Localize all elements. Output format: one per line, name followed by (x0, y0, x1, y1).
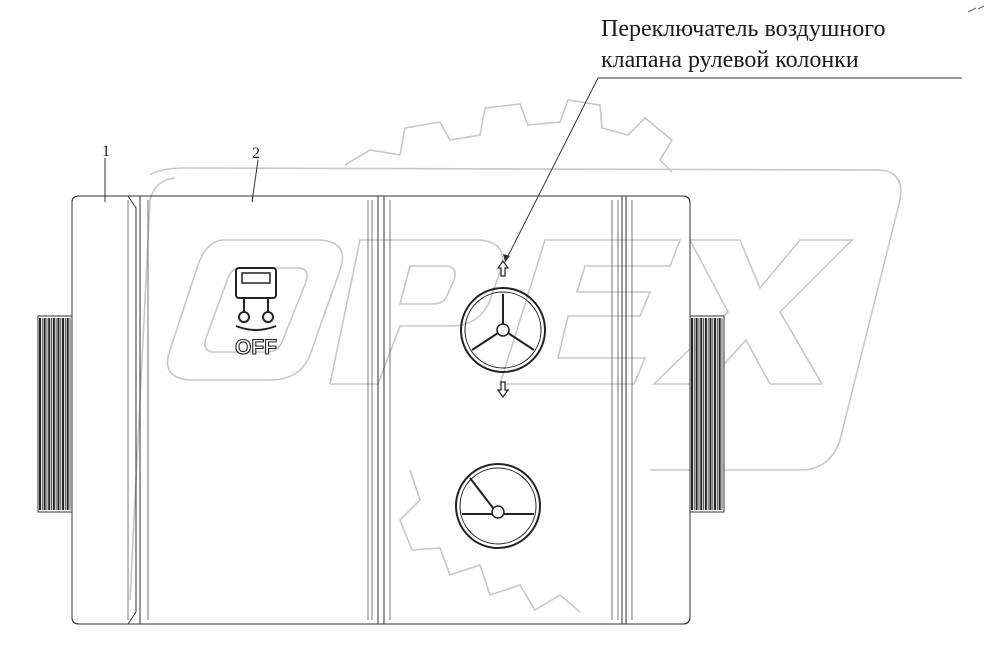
callout-line-2: клапана рулевой колонки (601, 47, 859, 73)
blank-switch-module (139, 195, 379, 625)
arrow-up-icon (496, 259, 510, 277)
off-label: OFF (235, 336, 277, 359)
steering-wheel-icon (460, 287, 546, 373)
end-cap-left (71, 195, 137, 625)
switch-housing (71, 195, 691, 625)
part-number-1: 1 (102, 143, 110, 160)
leader-lines (104, 77, 962, 263)
end-cap-right (625, 195, 691, 625)
callout-line-1: Переключатель воздушного (601, 16, 885, 42)
steering-wheel-icon-lower (455, 463, 541, 549)
left-connector-ribs (37, 315, 73, 513)
truck-axle-lock-icon: OFF (234, 267, 278, 360)
part-number-2: 2 (252, 145, 260, 162)
gear-logo-watermark (129, 99, 902, 613)
corner-mark (967, 5, 985, 13)
right-connector-ribs (689, 315, 725, 513)
rocker-switch-module (383, 195, 623, 625)
arrow-down-icon (496, 381, 510, 399)
